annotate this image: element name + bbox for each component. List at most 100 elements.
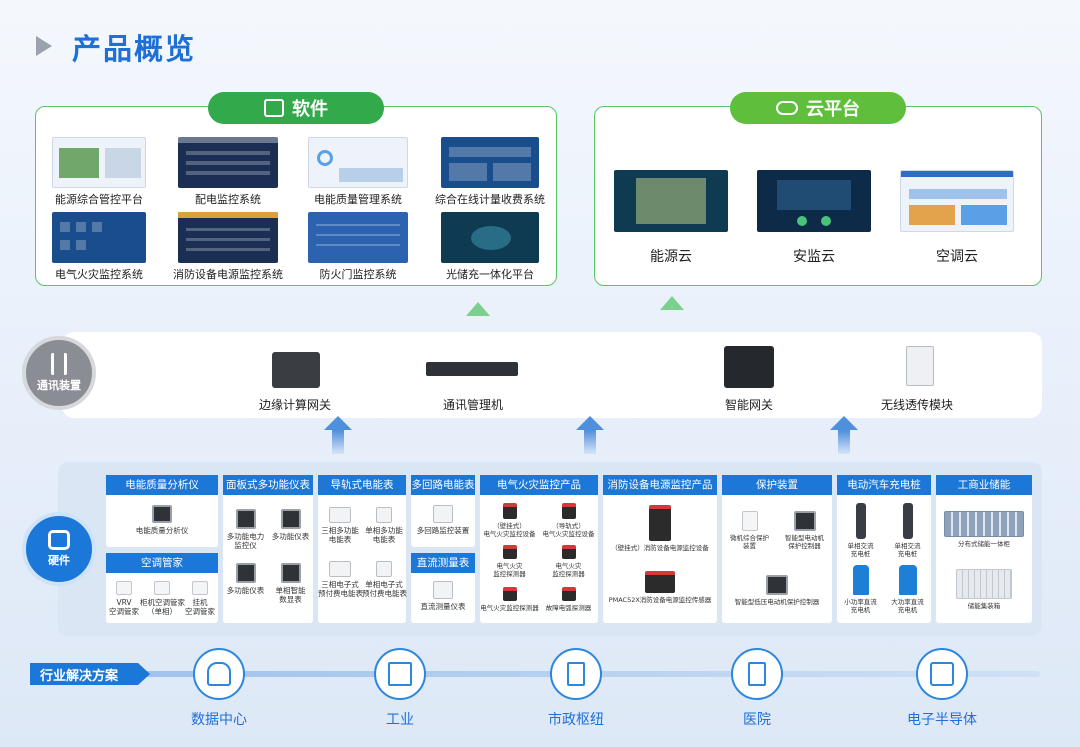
up-arrow-icon (332, 430, 344, 454)
hw-product: 小功率直流 充电机 (837, 565, 884, 614)
hw-product: 电气火灾 监控探测器 (539, 545, 598, 578)
hw-product-label: 单相交流 充电桩 (894, 542, 921, 559)
hw-column: 空调管家 VRV 空调管家 柜机空调管家 （单相） 挂机 空调管家 (106, 553, 218, 623)
hw-column: 直流测量表 直流测量仪表 (411, 553, 475, 623)
cloud-screenshot (614, 170, 728, 232)
hw-product-label: VRV 空调管家 (109, 598, 139, 617)
hw-product-label: 小功率直流 充电机 (844, 598, 877, 615)
hw-product-label: 多功能仪表 (226, 586, 265, 595)
hw-product-label: 智能型低压电动机保护控制器 (734, 598, 820, 606)
software-screenshot (52, 212, 146, 263)
hw-product-label: 储能集装箱 (967, 602, 1001, 610)
hw-product: 大功率直流 充电机 (884, 565, 931, 614)
hw-product-label: PMAC52X消防设备电源监控传感器 (608, 596, 712, 604)
hw-product: 微机综合保护 装置 (722, 511, 777, 550)
software-item-label: 光储充一体化平台 (446, 268, 534, 281)
software-screenshot (441, 212, 539, 263)
comms-device-label: 无线透传模块 (880, 398, 953, 412)
comms-badge: 通讯装置 (22, 336, 96, 410)
hw-column-title: 电能质量分析仪 (106, 475, 218, 495)
hw-product: 单相交流 充电桩 (884, 503, 931, 558)
hw-product: 单相智能 数显表 (268, 563, 313, 605)
hw-product: 单相多功能 电能表 (362, 507, 406, 545)
hw-product: 挂机 空调管家 (182, 581, 218, 617)
factory-icon (374, 648, 426, 700)
software-screenshot (178, 212, 278, 263)
title-arrow-icon (36, 36, 52, 56)
hw-column: 面板式多功能仪表 多功能电力 监控仪 多功能仪表 多功能仪表 单相智能 数显表 (223, 475, 313, 623)
software-screenshot (308, 137, 408, 188)
hw-product-label: 单相交流 充电桩 (847, 542, 874, 559)
hw-column: 保护装置 微机综合保护 装置 智能型电动机 保护控制器 智能型低压电动机保护控制… (722, 475, 832, 623)
software-screenshot (52, 137, 146, 188)
hw-product: 多功能仪表 (268, 509, 313, 541)
cloud-item-label: 能源云 (650, 249, 692, 265)
up-arrow-icon (324, 416, 352, 430)
software-item-label: 电气火灾监控系统 (55, 268, 143, 281)
industry-label: 市政枢纽 (548, 712, 604, 728)
hw-product: （壁挂式）消防设备电源监控设备 (603, 505, 717, 552)
hw-product-label: （壁挂式）消防设备电源监控设备 (611, 544, 709, 552)
hexagon-icon (48, 530, 70, 550)
comms-device-label: 通讯管理机 (442, 398, 503, 412)
hw-product: 分布式储能一体柜 (936, 511, 1032, 548)
hw-product-label: 直流测量仪表 (420, 602, 466, 611)
comms-device-label: 边缘计算网关 (258, 398, 331, 412)
hw-product: 单相电子式 预付费电能表 (362, 561, 407, 599)
hw-column: 电能质量分析仪 电能质量分析仪 (106, 475, 218, 547)
hw-product: 储能集装箱 (936, 569, 1032, 610)
cloud-item-label: 安监云 (793, 249, 835, 265)
smart-gateway-device (724, 346, 774, 388)
industry-label: 数据中心 (191, 712, 247, 728)
hw-product: 单相交流 充电桩 (837, 503, 884, 558)
hw-product: 三相电子式 预付费电能表 (318, 561, 363, 599)
up-arrow-icon (584, 430, 596, 454)
hw-product-label: 电气火灾 监控探测器 (552, 562, 585, 579)
hw-product: 直流测量仪表 (411, 581, 475, 611)
wireless-module-device (906, 346, 934, 386)
hw-product: 电气火灾监控探测器 (480, 587, 539, 612)
software-item-label: 消防设备电源监控系统 (173, 268, 283, 281)
hospital-icon (731, 648, 783, 700)
hw-column: 工商业储能 分布式储能一体柜 储能集装箱 (936, 475, 1032, 623)
hw-product: （导轨式） 电气火灾监控设备 (539, 503, 598, 538)
software-title: 软件 (292, 99, 328, 120)
up-arrow-icon (466, 302, 490, 316)
cloud-screenshot (900, 170, 1014, 232)
software-item-label: 电能质量管理系统 (314, 193, 402, 206)
software-item-label: 防火门监控系统 (319, 268, 397, 281)
hw-product-label: 电能质量分析仪 (135, 526, 189, 535)
hw-column-title: 工商业储能 (936, 475, 1032, 495)
hw-column: 导轨式电能表 三相多功能 电能表 单相多功能 电能表 三相电子式 预付费电能表 … (318, 475, 407, 623)
industry-label: 工业 (386, 712, 414, 728)
industry-label: 医院 (743, 712, 771, 728)
hw-product: 智能型低压电动机保护控制器 (722, 575, 832, 606)
hw-product-label: 分布式储能一体柜 (958, 540, 1010, 548)
data-center-icon (193, 648, 245, 700)
hw-product: 三相多功能 电能表 (318, 507, 362, 545)
industry-title: 行业解决方案 (40, 668, 119, 684)
hw-product: PMAC52X消防设备电源监控传感器 (603, 571, 717, 604)
page-title: 产品概览 (72, 32, 197, 66)
hw-product-label: 单相智能 数显表 (275, 586, 306, 605)
up-arrow-icon (838, 430, 850, 454)
hw-product-label: （壁挂式） 电气火灾监控设备 (483, 522, 536, 539)
hw-product-label: 多回路监控装置 (416, 526, 470, 535)
hw-product: （壁挂式） 电气火灾监控设备 (480, 503, 539, 538)
hw-product: VRV 空调管家 (106, 581, 142, 617)
hw-product: 电气火灾 监控探测器 (480, 545, 539, 578)
hw-column-title: 导轨式电能表 (318, 475, 406, 495)
hw-product-label: 柜机空调管家 （单相） (140, 598, 185, 617)
comms-badge-label: 通讯装置 (37, 379, 81, 392)
software-screenshot (441, 137, 539, 188)
hw-product: 多功能仪表 (223, 563, 268, 595)
hw-product-label: （导轨式） 电气火灾监控设备 (542, 522, 595, 539)
hw-column: 电动汽车充电桩 单相交流 充电桩 单相交流 充电桩 小功率直流 充电机 大功率直… (837, 475, 931, 623)
up-arrow-icon (830, 416, 858, 430)
comms-band (62, 332, 1042, 418)
hw-product-label: 单相多功能 电能表 (365, 526, 403, 545)
hw-product: 电能质量分析仪 (106, 505, 218, 535)
hw-product-label: 大功率直流 充电机 (891, 598, 924, 615)
hw-product: 多回路监控装置 (411, 505, 475, 535)
cloud-pill: 云平台 (730, 92, 906, 124)
